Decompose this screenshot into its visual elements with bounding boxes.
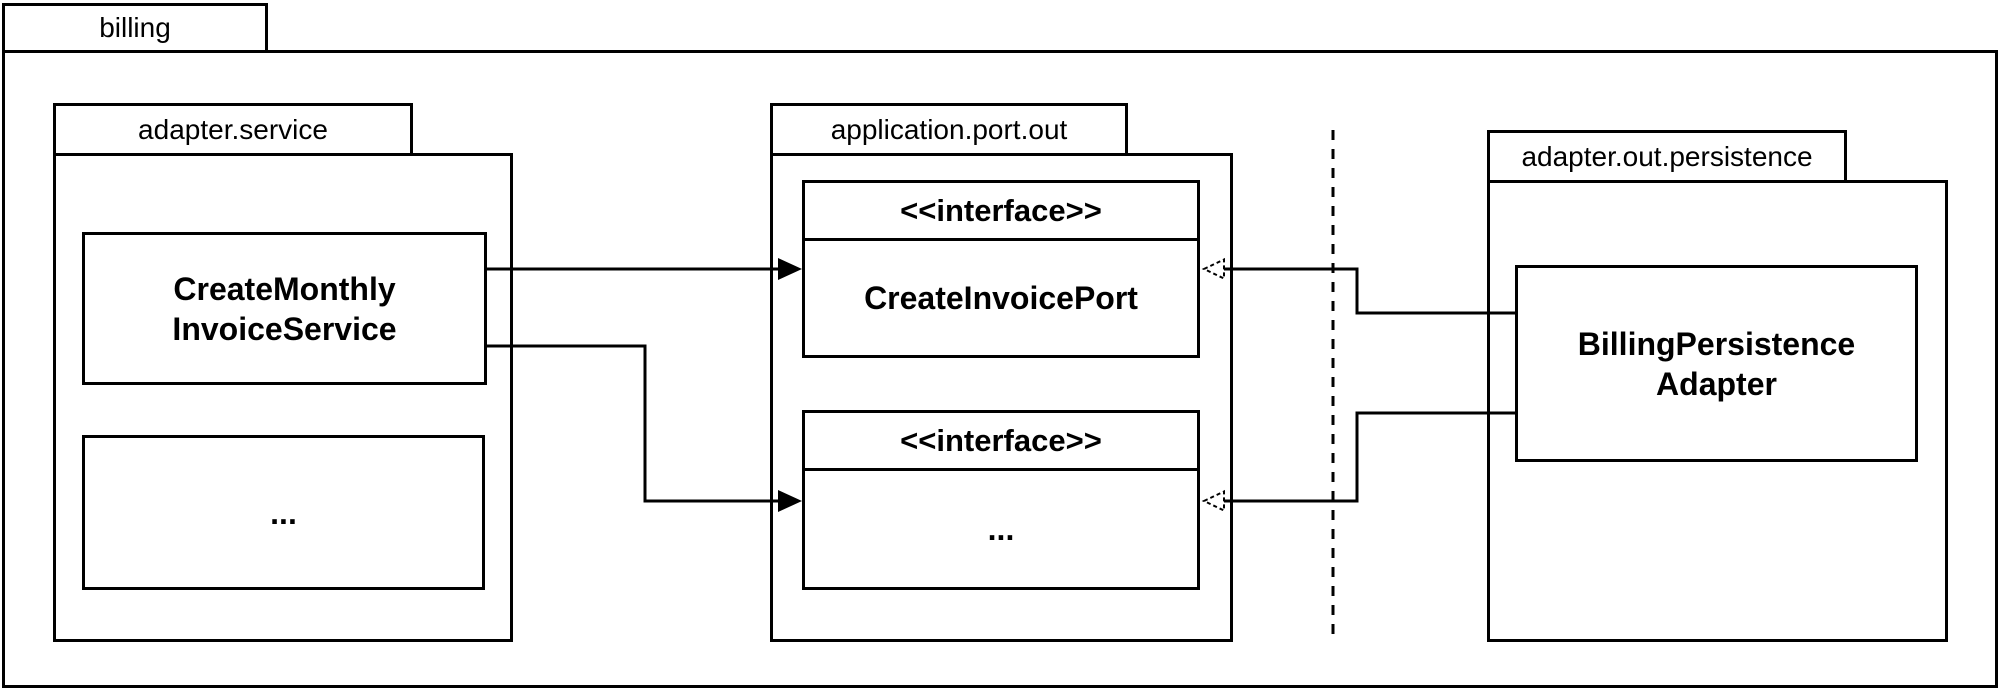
package-application-port-out-label: application.port.out (830, 113, 1068, 145)
class-name-line: CreateMonthly (173, 270, 396, 307)
interface-stereotype: <<interface>> (805, 183, 1197, 241)
interface-stereotype: <<interface>> (805, 413, 1197, 471)
interface-create-invoice-port: <<interface>> CreateInvoicePort (802, 180, 1200, 358)
package-application-port-out-tab: application.port.out (770, 103, 1128, 156)
package-billing-label: billing (99, 12, 171, 43)
class-name-line: InvoiceService (172, 310, 397, 347)
ellipsis-label: ... (270, 494, 297, 531)
interface-name: CreateInvoicePort (864, 279, 1138, 316)
package-adapter-service-label: adapter.service (138, 113, 328, 145)
package-adapter-service-tab: adapter.service (53, 103, 413, 156)
class-billing-persistence-adapter: BillingPersistence Adapter (1515, 265, 1918, 462)
class-ellipsis-service: ... (82, 435, 485, 590)
class-name-line: Adapter (1656, 365, 1777, 402)
class-create-monthly-invoice-service: CreateMonthly InvoiceService (82, 232, 487, 385)
package-billing-tab: billing (2, 3, 268, 53)
interface-name: ... (987, 510, 1015, 547)
package-adapter-out-persistence-tab: adapter.out.persistence (1487, 130, 1847, 183)
interface-ellipsis-port: <<interface>> ... (802, 410, 1200, 590)
package-adapter-out-persistence-label: adapter.out.persistence (1521, 140, 1813, 172)
class-name-line: BillingPersistence (1577, 325, 1856, 362)
